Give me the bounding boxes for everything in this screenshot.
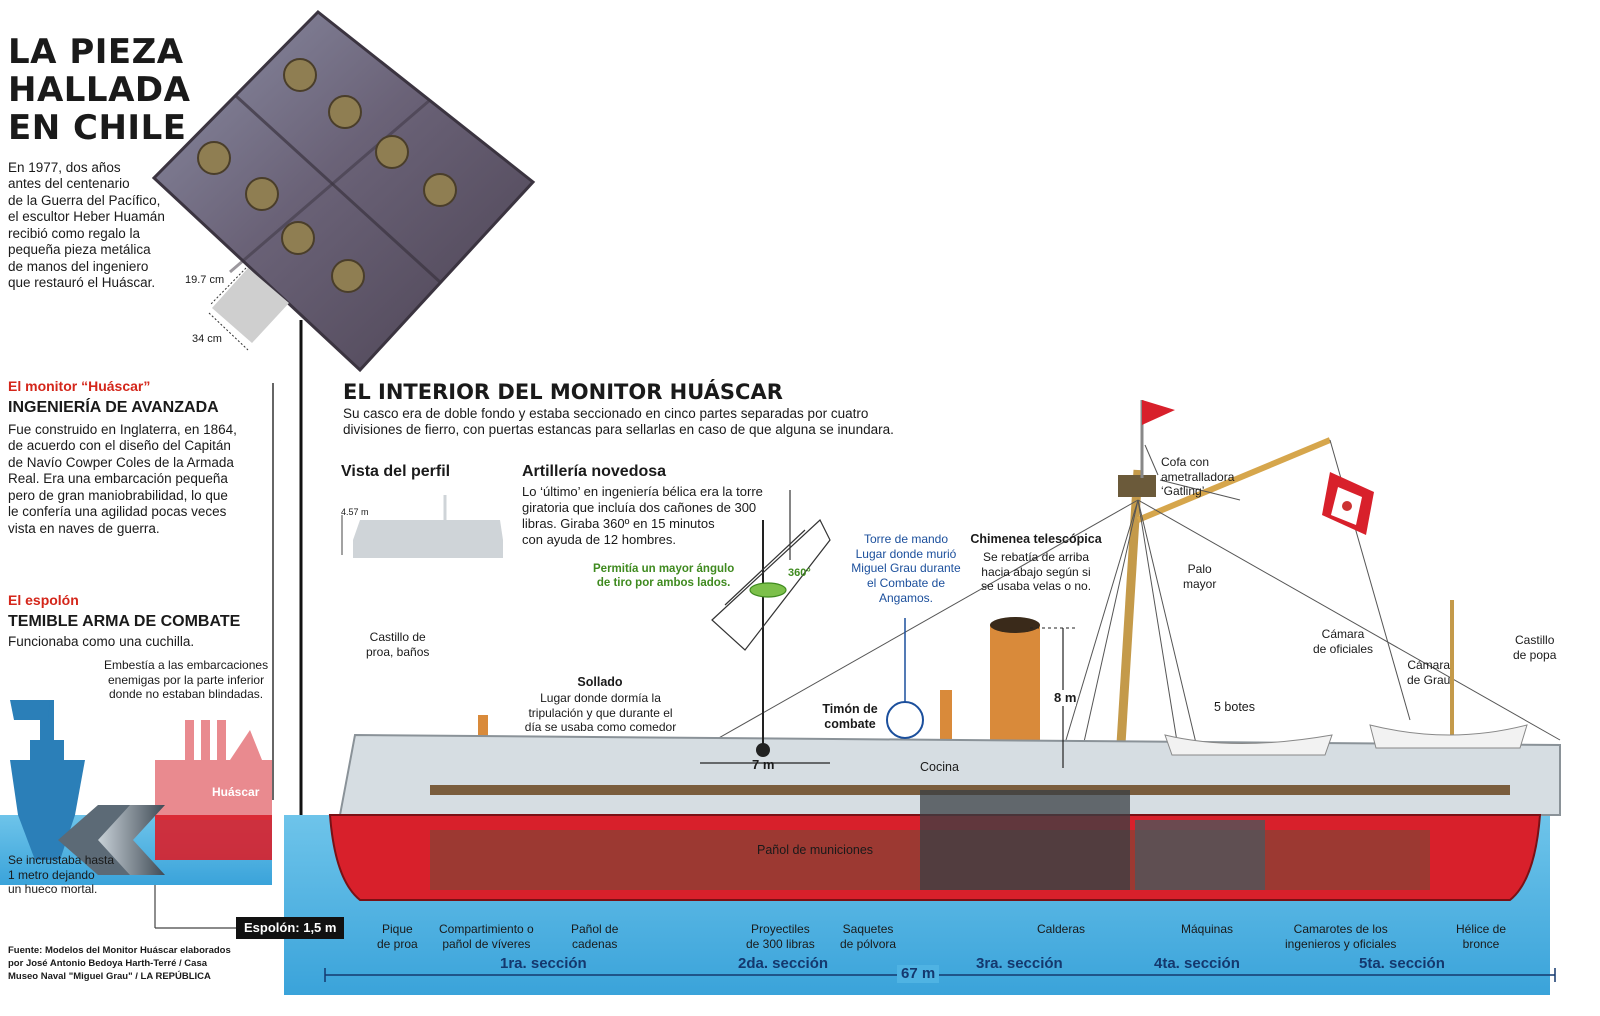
chimenea-title: Chimenea telescópica — [970, 532, 1102, 546]
espolon-body: Funcionaba como una cuchilla. — [8, 634, 195, 649]
botes-label: 5 botes — [1214, 700, 1256, 714]
sollado-title: Sollado — [577, 675, 623, 689]
proyectiles-label: Proyectiles de 300 libras — [746, 922, 815, 951]
artilleria-title: Artillería novedosa — [522, 463, 667, 480]
espolon-impact: Se incrustaba hasta 1 metro dejando un h… — [8, 853, 115, 897]
dimension-height: 19.7 cm — [185, 274, 225, 286]
monitor-body: Fue construido en Inglaterra, en 1864, d… — [8, 422, 237, 536]
artilleria-note: Permitía un mayor ángulo de tiro por amb… — [593, 563, 735, 590]
turret-360: 360° — [788, 567, 811, 579]
section-3-label: 3ra. sección — [976, 955, 1063, 972]
interior-title: EL INTERIOR DEL MONITOR HUÁSCAR — [343, 380, 783, 404]
artilleria-body: Lo ‘último’ en ingeniería bélica era la … — [522, 484, 763, 547]
monitor-heading: INGENIERÍA DE AVANZADA — [8, 399, 219, 416]
panol-municiones-label: Pañol de municiones — [757, 843, 874, 857]
dimension-width: 34 cm — [192, 333, 222, 345]
section-2-label: 2da. sección — [738, 955, 829, 972]
cocina-label: Cocina — [920, 760, 959, 774]
espolon-tag: Espolón: 1,5 m — [236, 917, 345, 939]
turret-drawing — [711, 490, 831, 651]
palo-mayor-label: Palo mayor — [1183, 562, 1217, 591]
camara-grau-label: Cámara de Grau — [1407, 658, 1451, 687]
huascar-silhouette — [155, 720, 272, 820]
section-4-label: 4ta. sección — [1154, 955, 1240, 972]
espolon-note: Embestía a las embarcaciones enemigas po… — [104, 658, 269, 702]
castillo-popa-label: Castillo de popa — [1513, 633, 1557, 662]
torre-de-mando-label: Torre de mando Lugar donde murió Miguel … — [851, 532, 961, 605]
peru-flag — [1322, 472, 1374, 535]
section-5-label: 5ta. sección — [1359, 955, 1445, 972]
profile-title: Vista del perfil — [341, 463, 451, 480]
profile-height: 4.57 m — [341, 507, 369, 517]
huascar-label: Huáscar — [212, 785, 260, 799]
sollado-desc: Lugar donde dormía la tripulación y que … — [524, 691, 677, 735]
ram-arrows — [58, 805, 165, 875]
cofa-label: Cofa con ametralladora ‘Gatling’ — [1161, 455, 1235, 499]
helice-label: Hélice de bronce — [1456, 922, 1507, 951]
pique-proa-label: Pique de proa — [377, 922, 418, 951]
espolon-heading: TEMIBLE ARMA DE COMBATE — [8, 613, 241, 630]
castillo-proa-label: Castillo de proa, baños — [366, 630, 430, 659]
ship-length-label: 67 m — [897, 965, 940, 984]
timon-label: Timón de combate — [822, 702, 878, 732]
intro-text: En 1977, dos años antes del centenario d… — [8, 160, 165, 291]
seven-m-label: 7 m — [752, 757, 775, 772]
chimenea-desc: Se rebatía de arriba hacia abajo según s… — [980, 550, 1092, 594]
scale-box — [212, 268, 289, 343]
compartimiento-label: Compartimiento o pañol de víveres — [439, 922, 534, 951]
interior-subtitle: Su casco era de doble fondo y estaba sec… — [343, 406, 894, 438]
profile-silhouette — [341, 495, 503, 558]
saquetes-label: Saquetes de pólvora — [840, 922, 897, 951]
panol-cadenas-label: Pañol de cadenas — [571, 922, 619, 951]
source-note: Fuente: Modelos del Monitor Huáscar elab… — [8, 945, 231, 982]
monitor-kicker: El monitor “Huáscar” — [8, 378, 151, 394]
main-title: LA PIEZA HALLADA EN CHILE — [8, 32, 191, 149]
section-1-label: 1ra. sección — [500, 955, 587, 972]
camara-oficiales-label: Cámara de oficiales — [1313, 627, 1374, 656]
eight-m-label: 8 m — [1054, 690, 1077, 706]
metal-piece-photo — [151, 9, 536, 373]
maquinas-label: Máquinas — [1181, 922, 1234, 936]
ship-cross-section — [328, 400, 1561, 901]
espolon-kicker: El espolón — [8, 592, 79, 608]
calderas-label: Calderas — [1037, 922, 1086, 936]
camarotes-label: Camarotes de los ingenieros y oficiales — [1285, 922, 1397, 951]
